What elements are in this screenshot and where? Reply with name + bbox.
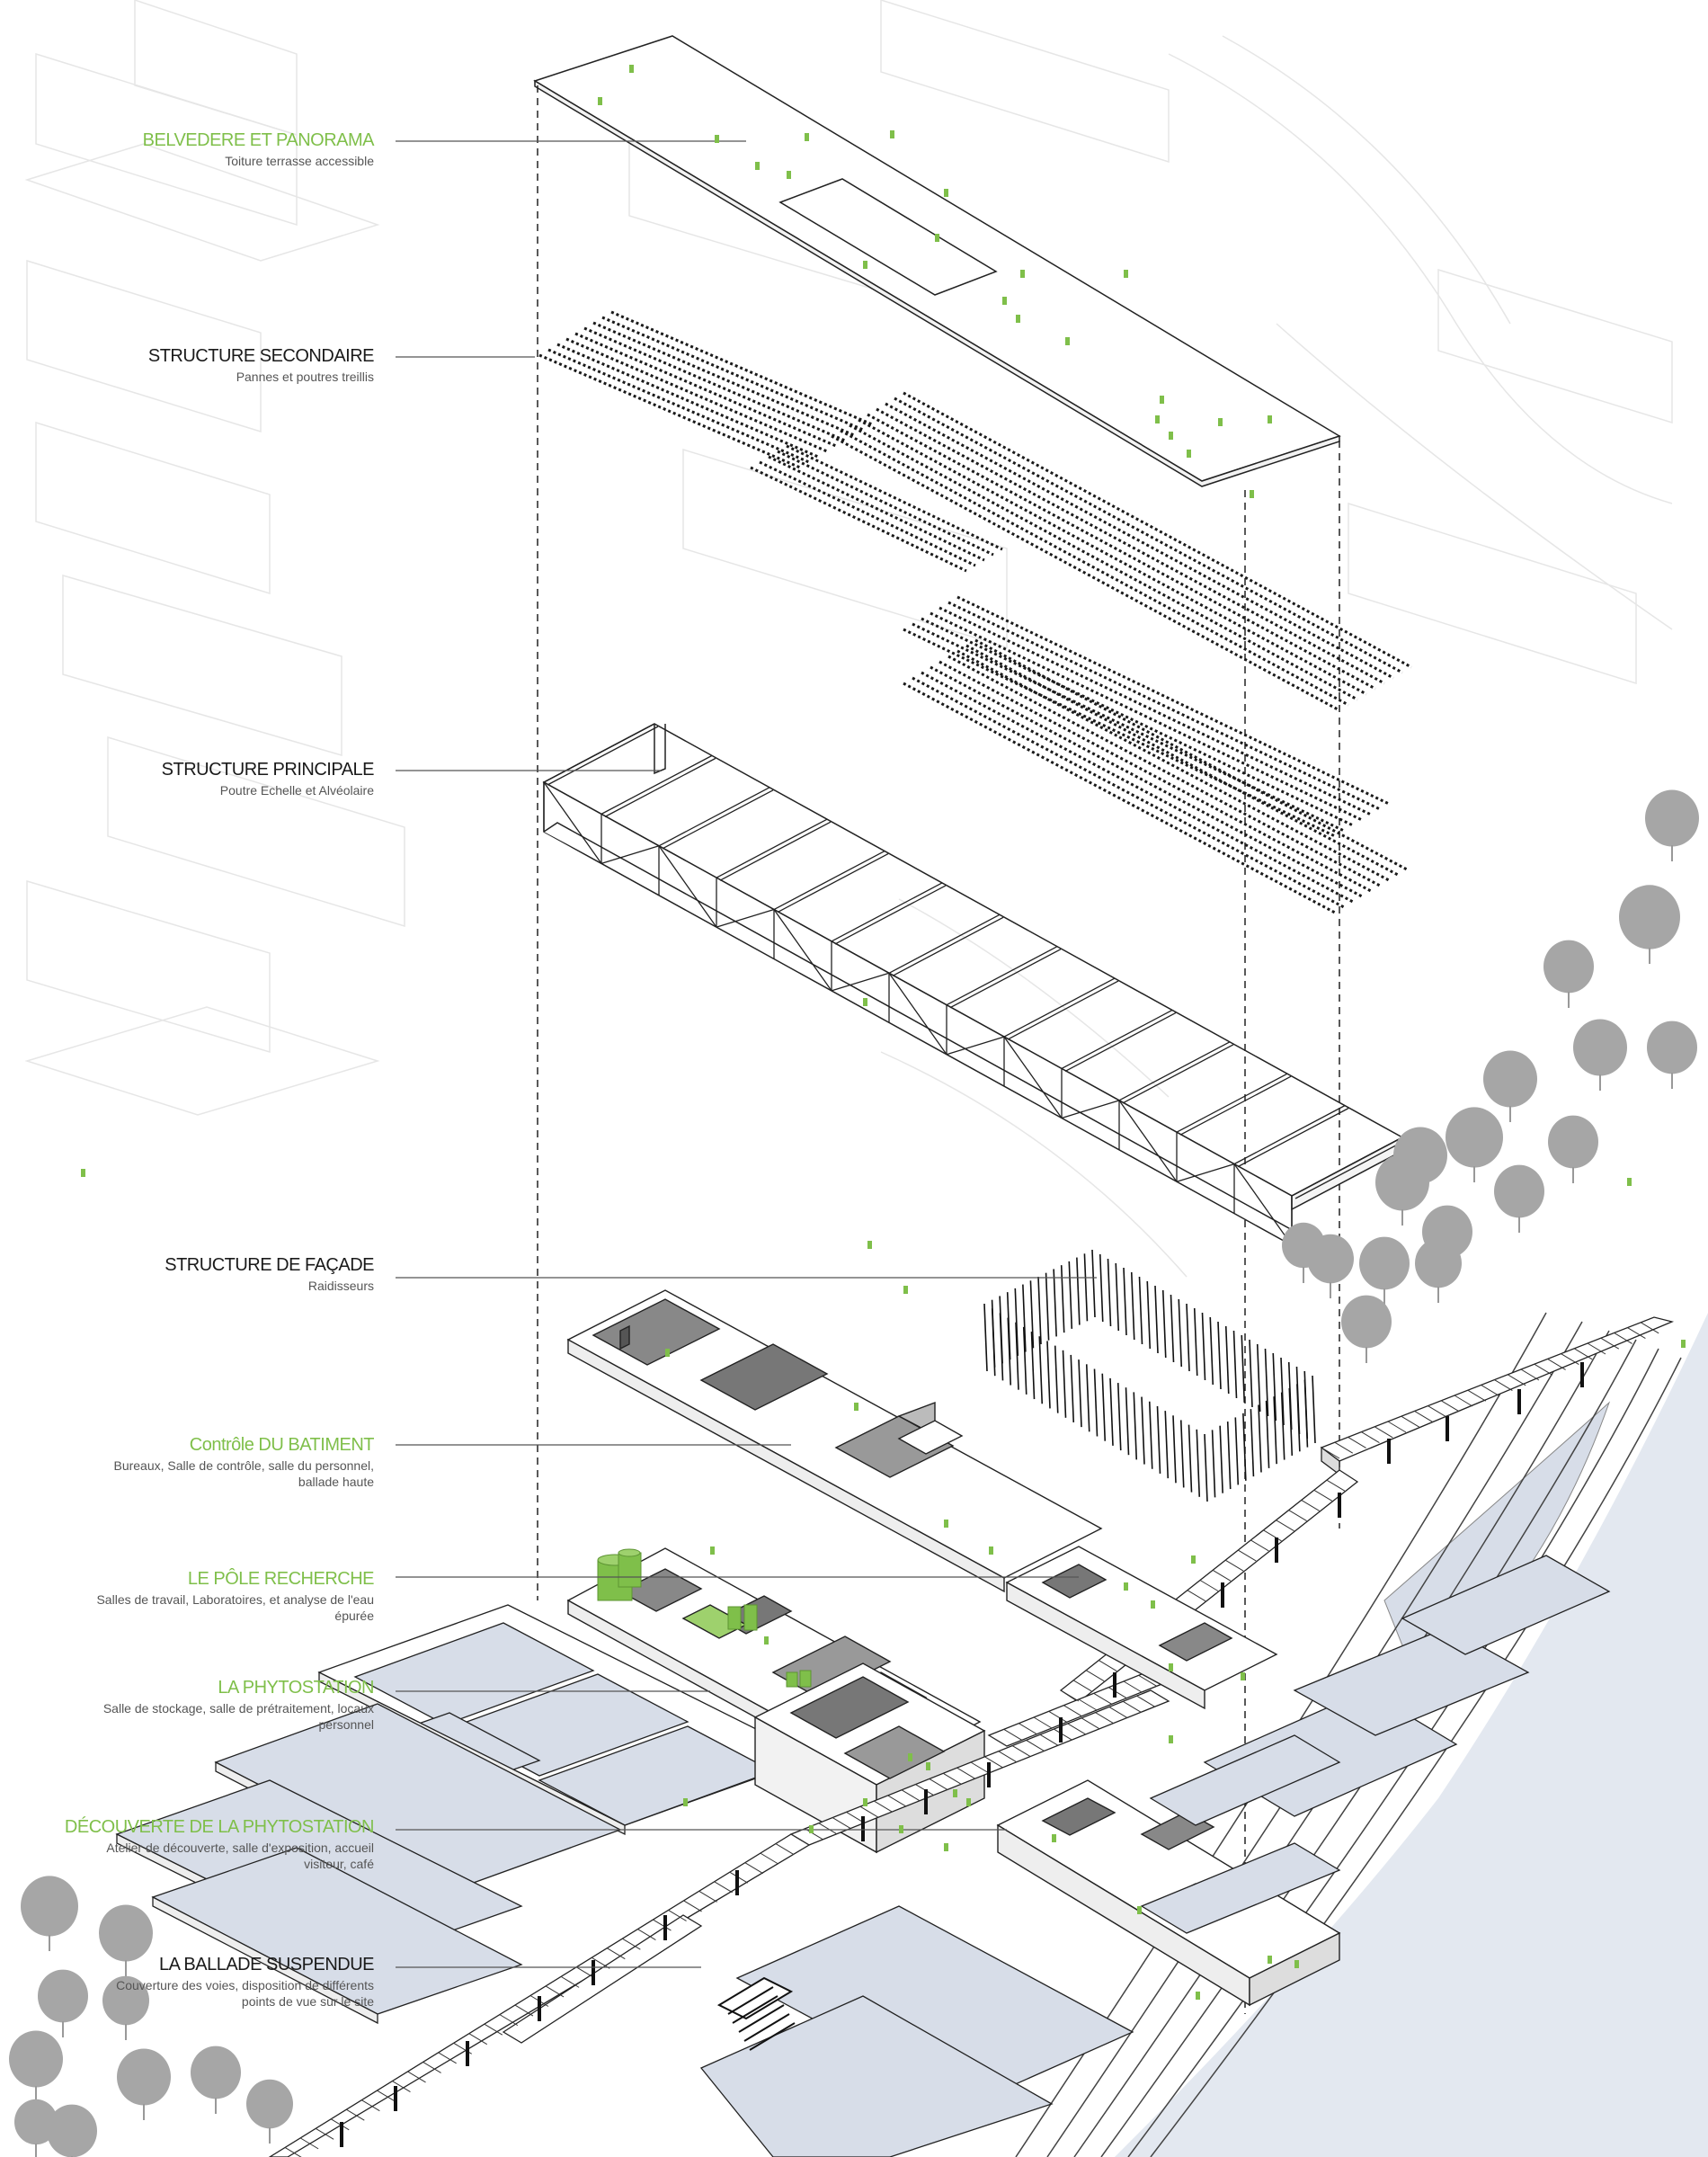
label-subtitle-line: ballade haute [298, 1475, 374, 1489]
label-structure-facade: STRUCTURE DE FAÇADE Raidisseurs [165, 1255, 374, 1294]
guide-lines [537, 85, 1340, 2014]
label-leaders [396, 140, 1097, 1968]
trees [9, 789, 1699, 2157]
label-subtitle: Salle de stockage, salle de prétraitemen… [103, 1700, 374, 1733]
label-subtitle: Poutre Echelle et Alvéolaire [162, 782, 374, 798]
river [1115, 1313, 1708, 2157]
label-structure-principale: STRUCTURE PRINCIPALE Poutre Echelle et A… [161, 760, 375, 798]
label-title: STRUCTURE DE FAÇADE [165, 1255, 374, 1275]
facade-stiffeners [983, 1249, 1316, 1502]
label-title: LA BALLADE SUSPENDUE [159, 1955, 374, 1974]
label-subtitle-line: Toiture terrasse accessible [225, 154, 374, 168]
label-subtitle: Pannes et poutres treillis [148, 369, 374, 385]
phytostation-basins [115, 1604, 815, 2025]
label-structure-secondaire: STRUCTURE SECONDAIRE Pannes et poutres t… [147, 346, 375, 385]
label-title: LE PÔLE RECHERCHE [187, 1569, 375, 1589]
label-title: DÉCOUVERTE DE LA PHYTOSTATION [64, 1817, 375, 1837]
label-title: Contrôle DU BATIMENT [189, 1435, 375, 1455]
label-title: STRUCTURE PRINCIPALE [161, 760, 375, 780]
label-subtitle-line: Pannes et poutres treillis [236, 370, 374, 384]
label-title: BELVEDERE ET PANORAMA [142, 130, 375, 150]
label-belvedere: BELVEDERE ET PANORAMA Toiture terrasse a… [142, 130, 375, 169]
building-control-floor [566, 1289, 1103, 1593]
roof-terrace-slab [533, 35, 1341, 487]
label-subtitle-line: visiteur, café [304, 1857, 374, 1871]
secondary-structure [538, 310, 1412, 914]
lower-basins [699, 1555, 1611, 2157]
label-subtitle-line: Poutre Echelle et Alvéolaire [219, 783, 374, 798]
label-subtitle: Bureaux, Salle de contrôle, salle du per… [113, 1457, 374, 1490]
label-subtitle-line: Raidisseurs [307, 1279, 374, 1293]
label-subtitle-line: Couverture des voies, disposition de dif… [116, 1978, 374, 1992]
walkway-hatching [270, 1322, 1659, 2157]
vegetation-specks [81, 65, 1686, 2000]
label-subtitle-line: points de vue sur le site [241, 1994, 374, 2009]
walkway-columns [340, 1362, 1584, 2147]
label-controle-batiment: Contrôle DU BATIMENT Bureaux, Salle de c… [113, 1435, 374, 1490]
main-structure-truss [542, 723, 1404, 1247]
label-subtitle-line: Atelier de découverte, salle d'expositio… [106, 1841, 374, 1855]
truss-diagonals [543, 723, 1407, 1246]
label-ballade: LA BALLADE SUSPENDUE Couverture des voie… [116, 1955, 374, 2010]
context-buildings [24, 0, 1673, 1278]
label-subtitle-line: Salles de travail, Laboratoires, et anal… [96, 1592, 374, 1607]
label-decouverte: DÉCOUVERTE DE LA PHYTOSTATION Atelier de… [64, 1817, 375, 1872]
label-subtitle: Toiture terrasse accessible [143, 153, 374, 169]
label-subtitle-line: Bureaux, Salle de contrôle, salle du per… [113, 1458, 374, 1473]
label-subtitle: Atelier de découverte, salle d'expositio… [65, 1840, 374, 1872]
label-subtitle-line: Salle de stockage, salle de prétraitemen… [102, 1701, 374, 1716]
label-subtitle: Raidisseurs [165, 1278, 374, 1294]
label-subtitle-line: personnel [318, 1717, 375, 1732]
label-pole-recherche: LE PÔLE RECHERCHE Salles de travail, Lab… [96, 1569, 374, 1624]
research-pavilion [1005, 1546, 1278, 1710]
label-subtitle: Couverture des voies, disposition de dif… [116, 1977, 374, 2010]
label-subtitle-line: épurée [334, 1609, 374, 1623]
label-subtitle: Salles de travail, Laboratoires, et anal… [96, 1591, 374, 1624]
green-tanks [597, 1548, 812, 1688]
label-title: STRUCTURE SECONDAIRE [147, 346, 375, 366]
stair [716, 1976, 796, 2051]
label-title: LA PHYTOSTATION [218, 1678, 374, 1698]
label-phytostation: LA PHYTOSTATION Salle de stockage, salle… [103, 1678, 375, 1733]
